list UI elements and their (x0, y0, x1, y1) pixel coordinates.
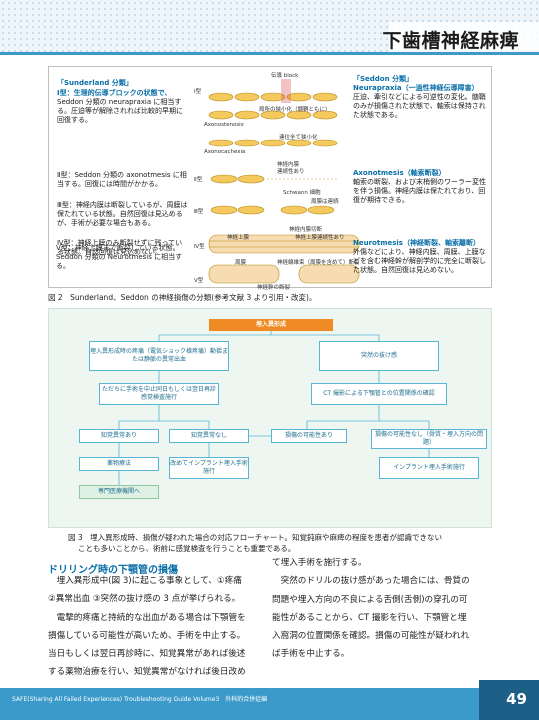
flow-connectors (118, 329, 430, 485)
flow-stop-surgery: ただちに手術を中止同日もしくは翌日再診感覚検査施行 (99, 383, 219, 405)
paragraph-right: て埋入手術を施行する。 突然のドリルの抜け感があった場合には、骨質の 問題や埋入… (272, 554, 488, 664)
seddon-neurapraxia: 「Seddon 分類」 Neurapraxia（一過性神経伝導障害） 圧迫、牽引… (353, 75, 489, 120)
header-bar (0, 0, 539, 52)
label-epi-cont: 神経上膜連続性あり (295, 235, 345, 241)
label-axonocachexia: Axonocachexia (204, 149, 246, 155)
type-1-label: Ⅰ型 (194, 89, 202, 95)
block-marker (281, 79, 291, 103)
type3-text: Ⅲ型：神経内膜は断裂しているが、周膜は保たれている状態。自然回復は見込めるが、手… (57, 201, 188, 227)
text-line: ②異常出血 ③突然の抜け感の 3 点が挙げられる。 (48, 594, 241, 605)
text-line: ば手術を中止する。 (272, 649, 350, 660)
label-perineurium: 周膜は連続 (311, 199, 339, 205)
type4-text: Ⅳ型：神経上膜のみ断裂せずに残っている状態。自然回復は見込めない。 (57, 239, 183, 256)
flow-refer: 専門医療機関へ (79, 485, 159, 499)
text-line: 電撃的疼痛と持続的な出血がある場合は下顎管を (48, 612, 246, 623)
figure-3-flowchart: 埋入異形成 埋入異形成時の疼痛（電気ショック様疼痛）動揺または静脈の異常出血 突… (48, 308, 492, 528)
neurotmesis-body: 外傷などにより、神経内膜、周膜、上膜などを含む神経幹が解剖学的に完全に断裂した状… (353, 248, 486, 274)
neurotmesis-title: Neurotmesis（神経断裂、軸索離断） (353, 239, 480, 247)
text-line: て埋入手術を施行する。 (272, 558, 367, 568)
label-myelin-cont: 連続性あり (277, 169, 305, 175)
type1-title: Ⅰ型：生理的伝導ブロックの状態で、 (57, 89, 172, 97)
text-line: 損傷している可能性が高いため、手術を中止する。 (48, 630, 246, 641)
label-perineurium2: 周膜 (235, 260, 247, 266)
flow-normal: 知覚異常なし (169, 429, 249, 443)
flow-abnormal: 知覚異常あり (79, 429, 159, 443)
header-title-backdrop (389, 22, 539, 52)
text-line: 問題や埋入方向の不良による舌側(舌側)の穿孔の可 (272, 594, 468, 605)
flow-implant: インプラント埋入手術施行 (379, 457, 479, 479)
axonotmesis-title: Axonotmesis（軸索断裂） (353, 169, 446, 177)
paragraph-left: 埋入異形成中(図 3)に起こる事象として、①疼痛 ②異常出血 ③突然の抜け感の … (48, 572, 264, 682)
figure-3-caption-line1: 図 3 埋入異形成時、損傷が疑われた場合の対応フローチャート。知覚鈍麻や麻痺の程… (68, 533, 443, 542)
label-myelin: 神経内膜 (277, 162, 300, 168)
nerve-illustration (208, 79, 360, 284)
type-2-label: Ⅱ型 (194, 177, 203, 183)
type2-text: Ⅱ型：Seddon 分類の axonotmesis に相当する。回復には時間がか… (57, 171, 187, 188)
neurapraxia-body: 圧迫、牽引などによる可逆性の変化。髄鞘のみが損傷された状態で、軸索は保持された状… (353, 93, 486, 119)
nerve-type1 (208, 92, 338, 147)
text-line: 突然のドリルの抜け感があった場合には、骨質の (272, 576, 470, 587)
flow-start: 埋入異形成 (209, 319, 333, 331)
seddon-neurotmesis: Neurotmesis（神経断裂、軸索離断） 外傷などにより、神経内膜、周膜、上… (353, 239, 489, 275)
figure-2: 「Sunderland 分類」 Ⅰ型：生理的伝導ブロックの状態で、 Seddon… (48, 66, 492, 291)
flow-redo: 改めてインプラント埋入手術施行 (169, 457, 249, 479)
text-line: 埋入異形成中(図 3)に起こる事象として、①疼痛 (48, 576, 242, 586)
text-line: 能性があることから、CT 撮影を行い、下顎管と埋 (272, 612, 467, 623)
nerve-type5 (208, 264, 360, 284)
text-line: する薬物治療を行い、知覚異常がなければ後日改め (48, 667, 246, 678)
label-full-narrow: 連位全て狭小化 (279, 135, 318, 141)
type-4-label: Ⅳ型 (194, 244, 205, 250)
header-divider (0, 52, 539, 55)
flow-left-cause: 埋入異形成時の疼痛（電気ショック様疼痛）動揺または静脈の異常出血 (89, 341, 229, 371)
label-endo-cut: 神経内膜切断 (289, 227, 323, 233)
nerve-type4 (208, 234, 360, 254)
footer-bar (0, 688, 539, 720)
type-5-label: Ⅴ型 (194, 278, 204, 284)
label-epineurium: 神経上膜 (227, 235, 250, 241)
type5-text: Ⅴ型：神経上膜まで断裂している状態。Seddon 分類の Neurotmesis… (56, 244, 183, 270)
flow-ct-check: CT 撮影による下顎管との位置関係の確認 (311, 383, 447, 405)
flow-not-possible: 損傷の可能性なし（骨質・埋入方向の問題） (371, 429, 487, 449)
nerve-type3 (210, 205, 335, 215)
page-number: 49 (506, 690, 527, 708)
footer-text: SAFE(Sharing All Failed Experiences) Tro… (12, 696, 268, 703)
neurapraxia-title: Neurapraxia（一過性神経伝導障害） (353, 84, 479, 92)
seddon-title: 「Seddon 分類」 (353, 75, 414, 83)
page-title: 下歯槽神経麻痺 (382, 30, 519, 52)
section-title: ドリリング時の下顎管の損傷 (48, 565, 178, 576)
text-line: 入窩洞の位置関係を確認。損傷の可能性が疑われれ (272, 631, 470, 642)
figure-2-caption: 図 2 Sunderland、Seddon の神経損傷の分類(参考文献 3 より… (48, 293, 317, 302)
flow-drug: 薬物療法 (79, 457, 159, 471)
axonotmesis-body: 軸索の断裂、および末梢側のワーラー変性を伴う損傷。神経内膜は保たれており、回復が… (353, 178, 486, 204)
type1-text: Ⅰ型：生理的伝導ブロックの状態で、 Seddon 分類の neurapraxia… (57, 89, 189, 125)
nerve-type2 (210, 174, 339, 184)
flow-right-cause: 突然の抜け感 (319, 341, 439, 371)
seddon-axonotmesis: Axonotmesis（軸索断裂） 軸索の断裂、および末梢側のワーラー変性を伴う… (353, 169, 489, 205)
label-axonostenosis: Axonostenosis (204, 122, 244, 128)
text-line: 当日もしくは翌日再診時に、知覚異常があれば後述 (48, 649, 246, 660)
label-trunk-cut: 神経幹の断裂 (257, 285, 291, 291)
type1-body: Seddon 分類の neurapraxia に相当する。圧迫等が解除されれば比… (57, 98, 183, 124)
sunderland-title: 「Sunderland 分類」 (57, 79, 133, 87)
page-number-box (479, 680, 539, 720)
label-bundle-cut: 神経線維束（周膜を含めて）断裂 (277, 260, 360, 266)
flow-possible: 損傷の可能性あり (271, 429, 347, 443)
label-schwann: Schwann 細胞 (283, 190, 321, 196)
label-local-narrow: 局所の狭小化（髄鞘ともに） (259, 107, 331, 113)
figure-3-caption-line2: ことも多いことから、術前に感覚検査を行うことも重要である。 (78, 544, 296, 553)
label-block: 伝導 block (271, 73, 299, 79)
type-3-label: Ⅲ型 (194, 209, 204, 215)
